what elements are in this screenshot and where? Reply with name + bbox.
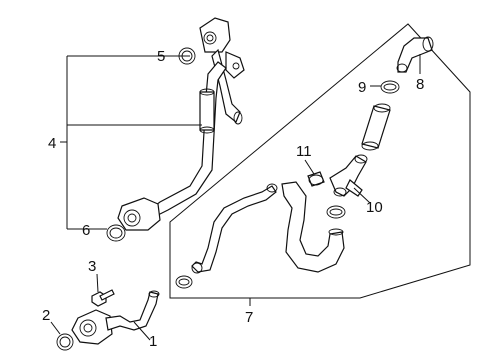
o-ring-2 [56, 333, 74, 351]
t-connector-10 [329, 154, 368, 197]
callout-4: 4 [48, 135, 56, 152]
callout-1: 1 [149, 333, 157, 350]
hose-clamp-b [175, 275, 193, 289]
callout-5: 5 [157, 48, 165, 65]
callout-10: 10 [366, 199, 383, 216]
o-ring-6 [106, 224, 126, 242]
bolt-3 [91, 289, 115, 307]
elbow-hose-8 [396, 36, 434, 73]
upper-coolant-pipe [117, 17, 245, 231]
callout-3: 3 [88, 258, 96, 275]
kit-hose-s [281, 181, 345, 273]
callout-8: 8 [416, 76, 424, 93]
callout-7: 7 [245, 309, 253, 326]
hose-clamp-11 [307, 171, 325, 187]
lower-coolant-pipe [71, 290, 160, 345]
hose-clamp-9 [380, 80, 400, 94]
leader-lines [50, 54, 421, 341]
kit-hose-straight [361, 103, 391, 151]
callout-2: 2 [42, 307, 50, 324]
hose-clamp-a [326, 205, 346, 219]
kit-boundary-panel [169, 23, 471, 299]
kit-hose-long [191, 183, 278, 274]
callout-6: 6 [82, 222, 90, 239]
callout-9: 9 [358, 79, 366, 96]
callout-11: 11 [296, 143, 312, 160]
